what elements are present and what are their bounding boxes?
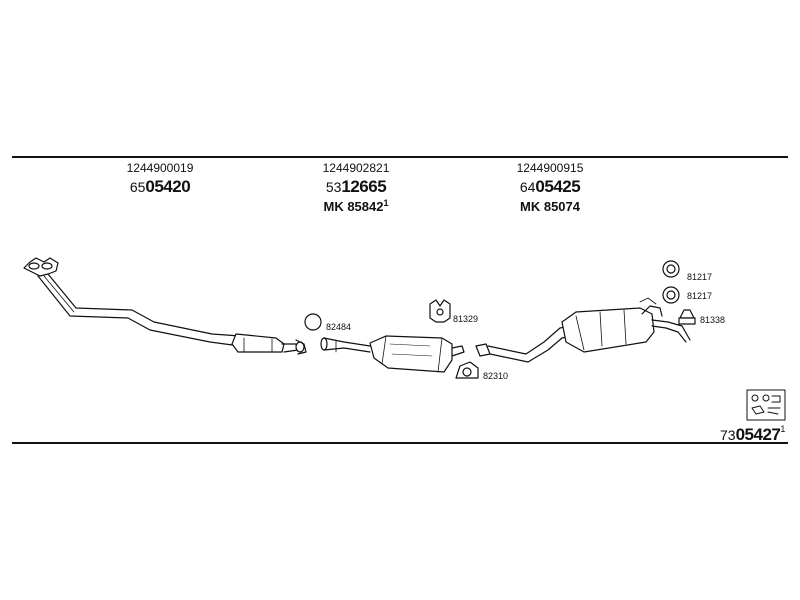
o-ring-bottom-drawing <box>662 286 680 304</box>
mounting-kit-icon <box>746 389 786 421</box>
o-ring-top-drawing <box>662 260 680 278</box>
rear-muffler-drawing <box>475 297 691 363</box>
oe-number: 1244900019 <box>126 161 194 175</box>
mk-label: MK <box>323 199 344 214</box>
part-number: 12665 <box>341 177 387 196</box>
oe-number: 1244902821 <box>322 161 390 175</box>
part-prefix: 53 <box>325 179 342 195</box>
mk-line: MK 85074 <box>490 200 610 213</box>
mk-superscript: 1 <box>383 198 389 208</box>
kit-number: 05427 <box>735 425 781 444</box>
kit-part-number: 73054271 <box>720 424 786 444</box>
mk-line: MK 858421 <box>296 198 416 214</box>
top-divider <box>12 156 788 158</box>
center-muffler-drawing <box>320 335 465 373</box>
part-label-81338: 81338 <box>700 315 725 325</box>
part-label-81217-bottom: 81217 <box>687 291 712 301</box>
bottom-divider <box>12 442 788 444</box>
part-header-rear-muffler: 1244900915 6405425 MK 85074 <box>490 162 610 213</box>
part-header-front-pipe: 1244900019 6505420 <box>100 162 220 196</box>
part-header-center-muffler: 1244902821 5312665 MK 858421 <box>296 162 416 213</box>
front-pipe-drawing <box>23 257 307 355</box>
part-number-line: 6405425 <box>490 178 610 196</box>
part-prefix: 65 <box>129 179 146 195</box>
part-prefix: 64 <box>519 179 536 195</box>
part-label-81217-top: 81217 <box>687 272 712 282</box>
rubber-buffer-drawing <box>678 309 696 325</box>
hanger-clamp-drawing <box>455 361 479 379</box>
rubber-mount-drawing <box>429 299 451 323</box>
clamp-ring-drawing <box>304 313 322 331</box>
part-number-line: 5312665 <box>296 178 416 196</box>
part-label-81329: 81329 <box>453 314 478 324</box>
mk-label: MK <box>520 199 541 214</box>
mk-number: 85074 <box>543 199 580 214</box>
part-number: 05425 <box>535 177 581 196</box>
kit-prefix: 73 <box>720 427 736 443</box>
part-number-line: 6505420 <box>100 178 220 196</box>
mk-number: 85842 <box>347 199 384 214</box>
oe-number: 1244900915 <box>516 161 584 175</box>
kit-superscript: 1 <box>780 424 786 434</box>
part-number: 05420 <box>145 177 191 196</box>
part-label-82484: 82484 <box>326 322 351 332</box>
part-label-82310: 82310 <box>483 371 508 381</box>
